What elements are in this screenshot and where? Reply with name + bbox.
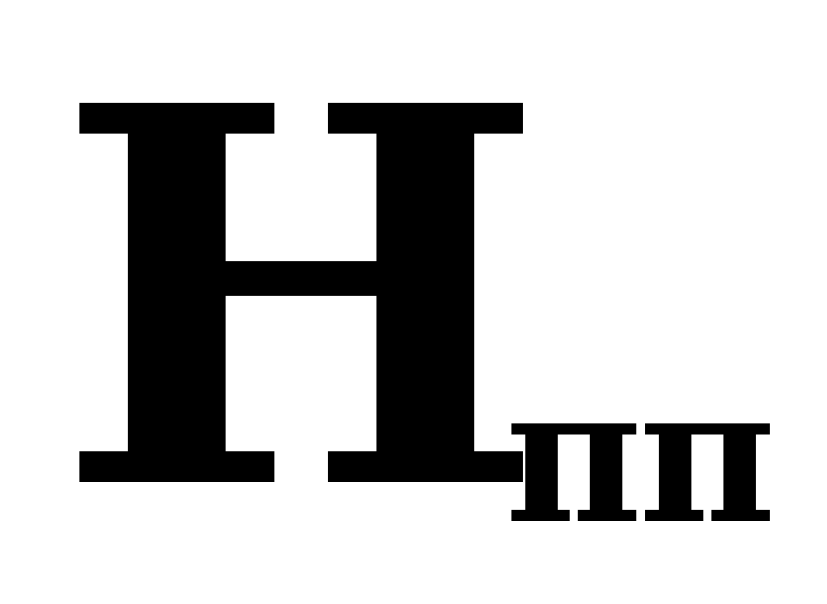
formula-base-letter: H [55,0,547,604]
formula-subscript: пп [505,345,776,566]
